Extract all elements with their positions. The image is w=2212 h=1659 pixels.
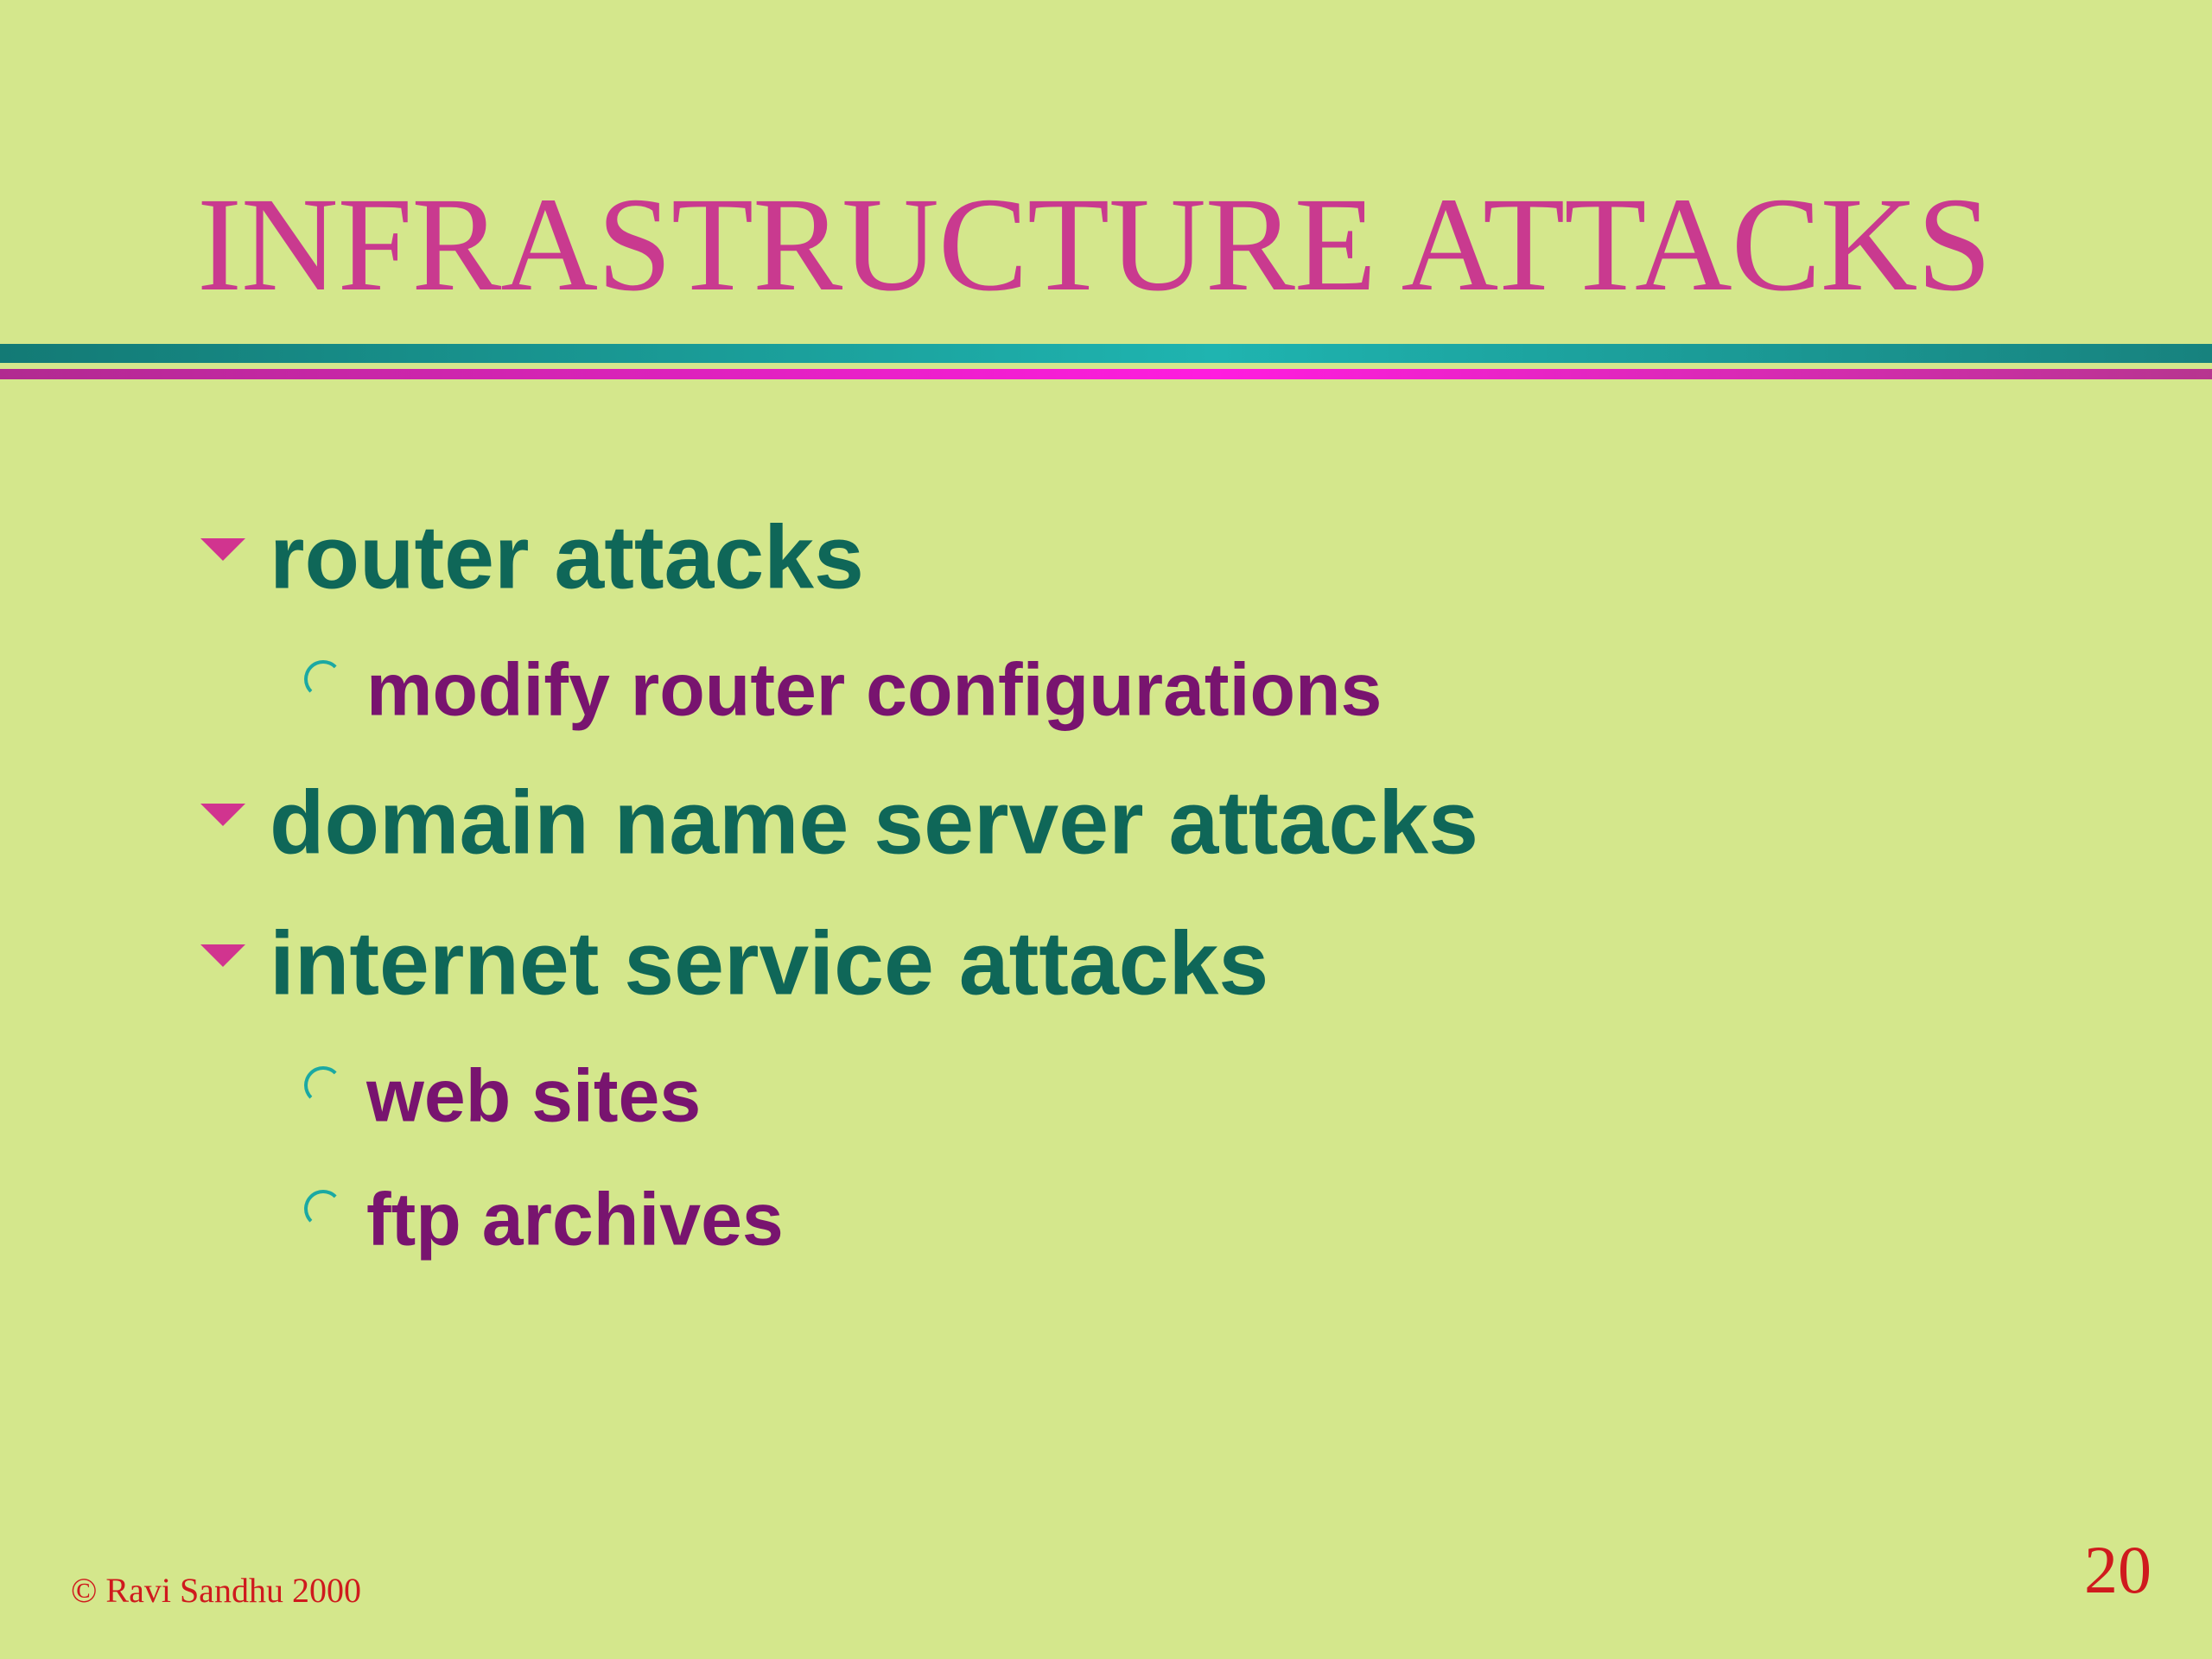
pink-triangle-bullet-icon bbox=[200, 944, 245, 967]
bullet-item-router-attacks: router attacks bbox=[200, 499, 864, 610]
bullet-text: internet service attacks bbox=[270, 913, 1269, 1014]
title-divider-teal bbox=[0, 344, 2212, 363]
pink-triangle-bullet-icon bbox=[200, 537, 245, 561]
teal-circle-bullet-icon bbox=[304, 1066, 342, 1105]
bullet-text: ftp archives bbox=[366, 1178, 784, 1262]
pink-triangle-bullet-icon bbox=[200, 803, 245, 826]
slide-title: INFRASTRUCTURE ATTACKS bbox=[197, 169, 1992, 319]
bullet-text: modify router configurations bbox=[366, 648, 1382, 732]
copyright-footer: © Ravi Sandhu 2000 bbox=[71, 1571, 361, 1610]
bullet-item-domain-name-server-attacks: domain name server attacks bbox=[200, 765, 1478, 875]
bullet-item-modify-router-configurations: modify router configurations bbox=[304, 641, 1382, 733]
bullet-text: domain name server attacks bbox=[270, 772, 1478, 874]
bullet-text: web sites bbox=[366, 1054, 702, 1138]
teal-circle-bullet-icon bbox=[304, 1190, 342, 1229]
title-divider-gap bbox=[0, 363, 2212, 369]
teal-circle-bullet-icon bbox=[304, 660, 342, 699]
bullet-item-internet-service-attacks: internet service attacks bbox=[200, 906, 1268, 1016]
page-number: 20 bbox=[2084, 1532, 2152, 1607]
bullet-item-web-sites: web sites bbox=[304, 1047, 701, 1139]
title-divider-magenta bbox=[0, 369, 2212, 379]
bullet-text: router attacks bbox=[270, 507, 864, 608]
bullet-item-ftp-archives: ftp archives bbox=[304, 1171, 784, 1262]
